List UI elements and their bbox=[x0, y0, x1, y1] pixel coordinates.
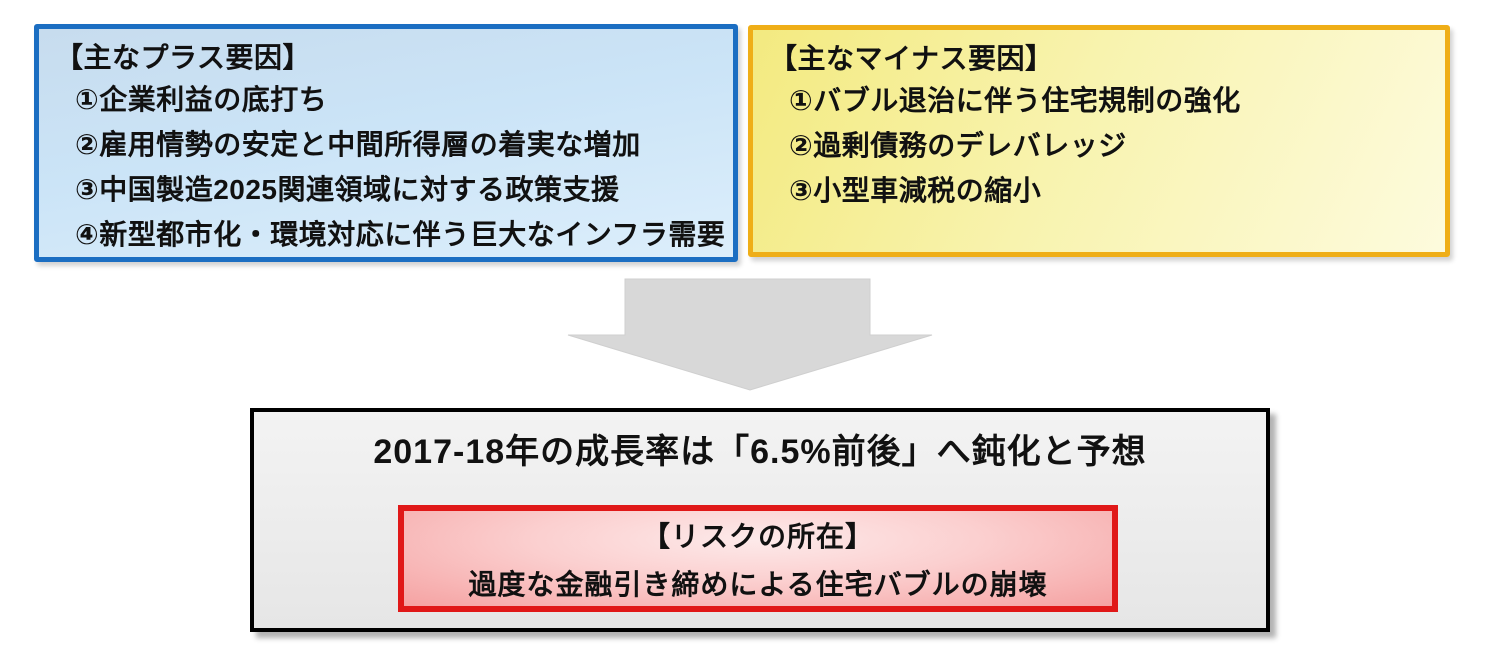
minus-factors-title: 【主なマイナス要因】 bbox=[769, 43, 1054, 74]
plus-factor-item-2: ②雇用情勢の安定と中間所得層の着実な増加 bbox=[75, 129, 641, 160]
risk-box: 【リスクの所在】 過度な金融引き締めによる住宅バブルの崩壊 bbox=[398, 505, 1118, 612]
minus-factor-item-3: ③小型車減税の縮小 bbox=[789, 175, 1042, 206]
risk-text: 過度な金融引き締めによる住宅バブルの崩壊 bbox=[468, 569, 1048, 600]
plus-factors-title: 【主なプラス要因】 bbox=[55, 42, 311, 73]
plus-factor-item-4: ④新型都市化・環境対応に伴う巨大なインフラ需要 bbox=[75, 219, 726, 250]
minus-factors-box: 【主なマイナス要因】 ①バブル退治に伴う住宅規制の強化 ②過剰債務のデレバレッジ… bbox=[748, 25, 1450, 257]
down-arrow-icon bbox=[567, 278, 933, 391]
minus-factor-item-2: ②過剰債務のデレバレッジ bbox=[789, 130, 1127, 161]
risk-title: 【リスクの所在】 bbox=[641, 521, 874, 552]
conclusion-box: 2017-18年の成長率は「6.5%前後」へ鈍化と予想 【リスクの所在】 過度な… bbox=[250, 408, 1270, 632]
plus-factor-item-3: ③中国製造2025関連領域に対する政策支援 bbox=[75, 174, 620, 205]
minus-factor-item-1: ①バブル退治に伴う住宅規制の強化 bbox=[789, 85, 1241, 116]
conclusion-title: 2017-18年の成長率は「6.5%前後」へ鈍化と予想 bbox=[373, 433, 1147, 471]
plus-factors-box: 【主なプラス要因】 ①企業利益の底打ち ②雇用情勢の安定と中間所得層の着実な増加… bbox=[34, 24, 738, 262]
plus-factor-item-1: ①企業利益の底打ち bbox=[75, 84, 328, 115]
